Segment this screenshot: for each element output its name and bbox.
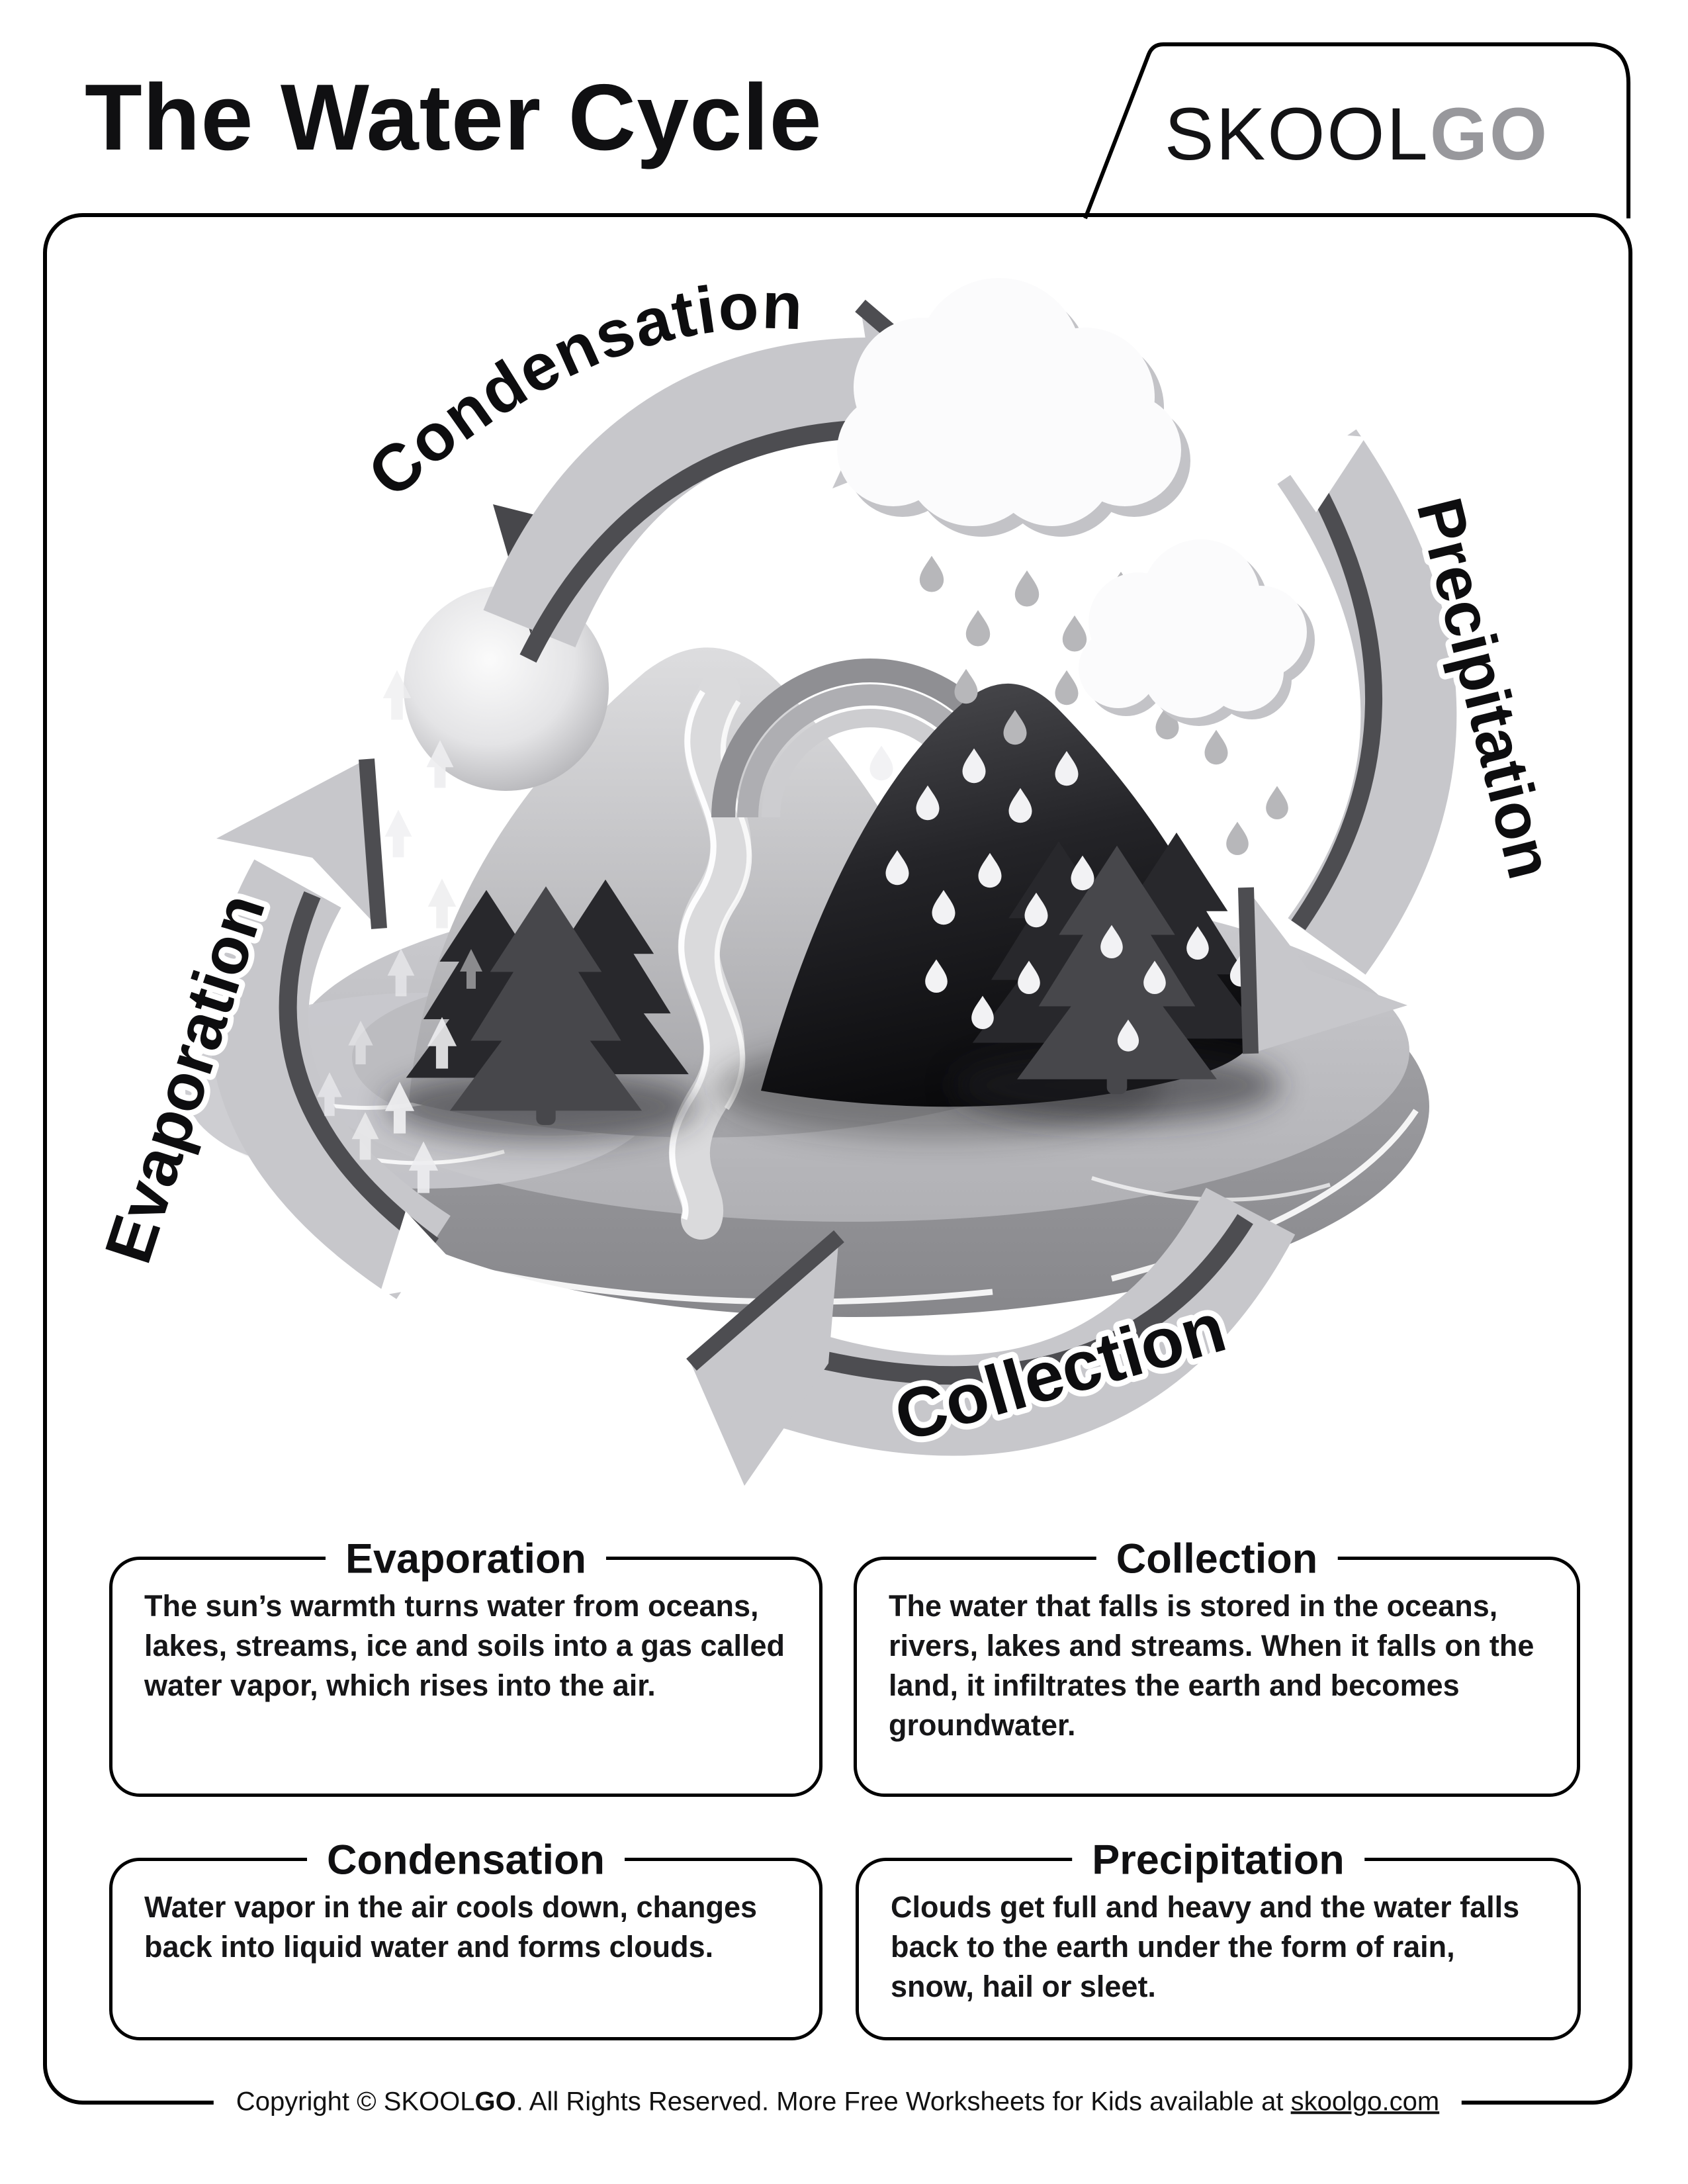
logo-panel bbox=[1083, 42, 1630, 220]
tree-cluster-right bbox=[953, 833, 1281, 1122]
brand-logo: SKOOLGO bbox=[1085, 91, 1628, 177]
footer-copyright: Copyright © SKOOLGO. All Rights Reserved… bbox=[213, 2087, 1462, 2117]
brand-logo-skool: SKOOL bbox=[1164, 93, 1430, 175]
logo-panel-outline bbox=[1083, 42, 1630, 220]
info-box-evaporation: Evaporation The sun’s warmth turns water… bbox=[109, 1535, 822, 1797]
worksheet-frame: Copyright © SKOOLGO. All Rights Reserved… bbox=[43, 213, 1632, 2117]
footer-brand-go: GO bbox=[474, 2087, 516, 2116]
page-title: The Water Cycle bbox=[85, 65, 822, 170]
footer-text: Copyright © SKOOL bbox=[236, 2087, 475, 2116]
brand-logo-go: GO bbox=[1429, 93, 1550, 175]
info-box-condensation-body: Water vapor in the air cools down, chang… bbox=[144, 1890, 758, 1964]
precipitation-arrow bbox=[1238, 429, 1457, 1054]
info-box-condensation-title: Condensation bbox=[307, 1836, 625, 1884]
vapor-arrow-icon bbox=[427, 878, 457, 929]
evaporation-arrow bbox=[209, 758, 470, 1299]
collection-arrow bbox=[686, 1187, 1296, 1486]
footer-text-2: . All Rights Reserved. More Free Workshe… bbox=[515, 2087, 1291, 2116]
info-box-collection: Collection The water that falls is store… bbox=[854, 1535, 1580, 1797]
info-box-condensation: Condensation Water vapor in the air cool… bbox=[109, 1836, 822, 2040]
info-box-precipitation: Precipitation Clouds get full and heavy … bbox=[856, 1836, 1581, 2040]
footer-link[interactable]: skoolgo.com bbox=[1290, 2087, 1440, 2116]
info-box-precipitation-body: Clouds get full and heavy and the water … bbox=[891, 1890, 1520, 2003]
info-box-precipitation-title: Precipitation bbox=[1072, 1836, 1364, 1884]
info-box-collection-title: Collection bbox=[1096, 1535, 1338, 1583]
info-box-collection-body: The water that falls is stored in the oc… bbox=[889, 1589, 1534, 1742]
vapor-arrow-icon bbox=[384, 809, 412, 858]
info-box-evaporation-body: The sun’s warmth turns water from oceans… bbox=[144, 1589, 785, 1702]
tree-cluster-left bbox=[385, 880, 700, 1142]
big-cloud-icon bbox=[837, 278, 1190, 537]
info-box-evaporation-title: Evaporation bbox=[325, 1535, 607, 1583]
small-cloud-icon bbox=[1079, 539, 1315, 726]
